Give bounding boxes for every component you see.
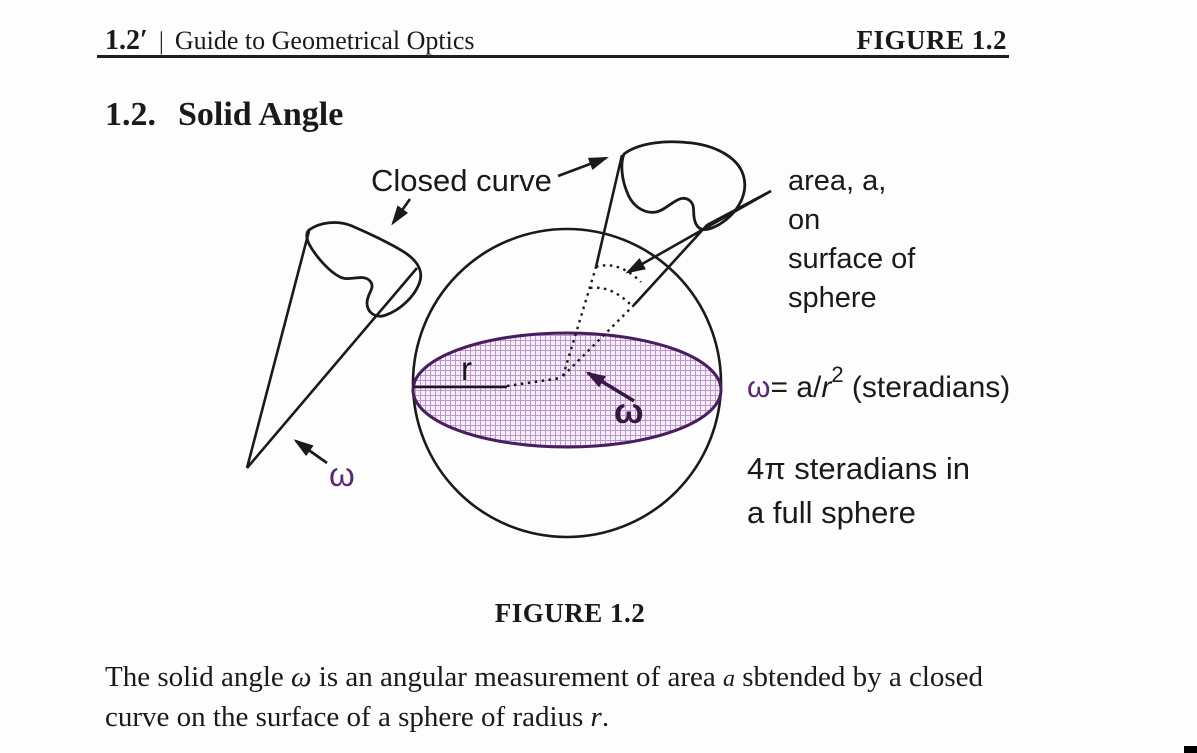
left-closed-curve bbox=[305, 221, 423, 318]
formula-omega: ω bbox=[747, 371, 771, 404]
cone-dashed-right-edge bbox=[562, 304, 635, 377]
left-cone-left-edge bbox=[245, 230, 311, 469]
page-corner-mark bbox=[1184, 746, 1197, 753]
body-radius-r: r bbox=[590, 701, 602, 733]
left-cone-right-edge bbox=[246, 267, 418, 469]
cone-dashed-left-edge bbox=[561, 266, 598, 377]
left-omega-arrow bbox=[293, 439, 328, 465]
closed-curve-arrow-right bbox=[557, 156, 609, 178]
body-omega: ω bbox=[291, 661, 312, 693]
figure-caption: FIGURE 1.2 bbox=[494, 598, 646, 628]
header-figure-ref: FIGURE 1.2 bbox=[856, 25, 1007, 55]
radius-label: r bbox=[461, 350, 472, 387]
radius-line-dotted bbox=[506, 376, 562, 388]
formula-unit: (steradians) bbox=[843, 371, 1011, 404]
cone-solid-left-edge bbox=[594, 154, 624, 268]
header-book-title: Guide to Geometrical Optics bbox=[174, 26, 475, 55]
header-separator: | bbox=[158, 28, 164, 55]
solid-angle-formula: ω= a/r2 (steradians) bbox=[747, 362, 1011, 405]
top-closed-curve bbox=[620, 140, 747, 232]
surface-patch-lower-arc bbox=[589, 286, 634, 308]
body-line-2: curve on the surface of a sphere of radi… bbox=[105, 701, 610, 733]
area-label: area, a, on surface of sphere bbox=[788, 165, 916, 314]
section-number: 1.2. bbox=[105, 96, 156, 133]
equatorial-disk bbox=[411, 331, 723, 449]
area-leader-arrow bbox=[625, 189, 772, 274]
formula-r: r bbox=[821, 371, 832, 404]
body-area-a: a bbox=[722, 666, 735, 692]
full-sphere-note: 4π steradians in a full sphere bbox=[747, 451, 971, 530]
header-rule bbox=[97, 55, 1009, 58]
formula-equals: = a/ bbox=[770, 371, 822, 404]
section-heading: 1.2. Solid Angle bbox=[105, 96, 343, 134]
surface-patch-upper-arc bbox=[595, 264, 642, 283]
header-section-number: 1.2′ bbox=[105, 25, 148, 56]
body-line-1: The solid angle ω is an angular measurem… bbox=[105, 661, 984, 693]
page-header: 1.2′ | Guide to Geometrical Optics bbox=[105, 25, 475, 57]
cone-solid-right-edge bbox=[633, 189, 772, 306]
formula-exponent: 2 bbox=[831, 362, 844, 387]
omega-center-label: ω bbox=[614, 392, 644, 431]
closed-curve-arrow-left bbox=[391, 198, 412, 226]
body-paragraph: The solid angle ω is an angular measurem… bbox=[105, 658, 983, 736]
closed-curve-label: Closed curve bbox=[371, 163, 552, 198]
center-omega-arrow bbox=[585, 371, 635, 403]
omega-left-label: ω bbox=[329, 456, 355, 493]
section-title: Solid Angle bbox=[178, 96, 344, 133]
